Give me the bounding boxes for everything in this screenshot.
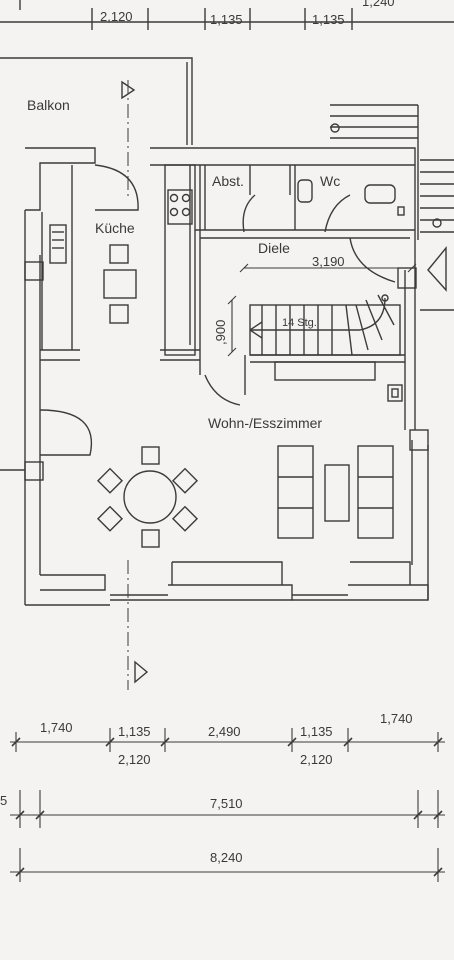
dim-row3: 7,510 xyxy=(210,796,243,811)
dim-row1-2: 1,135 xyxy=(118,724,151,739)
staircase xyxy=(249,294,401,356)
dim-top-4: 1,240 xyxy=(362,0,395,9)
coffee-table xyxy=(324,464,350,522)
kitchen-table xyxy=(103,269,137,299)
sofa-right xyxy=(357,445,394,539)
dim-stair-opening: ,900 xyxy=(213,320,228,345)
dim-row1-3: 2,490 xyxy=(208,724,241,739)
dim-row1-1: 1,740 xyxy=(40,720,73,735)
kitchen-chair xyxy=(109,304,129,324)
room-label-wc: Wc xyxy=(320,173,340,189)
exterior-walls xyxy=(24,147,429,606)
interior-walls xyxy=(195,165,415,395)
section-arrow-bottom xyxy=(134,660,149,684)
dimension-lines xyxy=(10,728,445,882)
kitchen-area xyxy=(40,164,200,361)
section-arrow-top xyxy=(121,80,136,100)
dim-diele-width: 3,190 xyxy=(312,254,345,269)
kitchen-chair xyxy=(109,244,129,264)
exterior-stairs xyxy=(330,104,454,311)
dining-set xyxy=(96,446,199,548)
dim-top-3: 1,135 xyxy=(312,12,345,27)
top-dimension-line xyxy=(0,0,454,30)
room-label-diele: Diele xyxy=(258,240,290,256)
dim-top-2: 1,135 xyxy=(210,12,243,27)
room-label-balkon: Balkon xyxy=(27,97,70,113)
dim-row1-4: 1,135 xyxy=(300,724,333,739)
sofa-left xyxy=(277,445,314,539)
dim-row2-2: 2,120 xyxy=(300,752,333,767)
room-label-wohn-esszimmer: Wohn-/Esszimmer xyxy=(208,415,322,431)
dim-row2-1: 2,120 xyxy=(118,752,151,767)
stairs-label: 14 Stg. xyxy=(282,317,317,329)
dimension-ticks xyxy=(11,737,443,877)
wc-fixtures xyxy=(204,179,405,406)
room-label-kueche: Küche xyxy=(95,220,135,236)
dim-row3-left: 5 xyxy=(0,793,7,808)
room-label-abst: Abst. xyxy=(212,173,244,189)
living-room xyxy=(274,361,403,539)
dining-table xyxy=(123,470,177,524)
dim-top-1: 2,120 xyxy=(100,9,133,24)
dim-row1-5: 1,740 xyxy=(380,711,413,726)
diele-dimension xyxy=(227,263,417,357)
dim-row4: 8,240 xyxy=(210,850,243,865)
balcony-outline xyxy=(0,57,193,145)
terrace-door-swing xyxy=(39,409,92,456)
